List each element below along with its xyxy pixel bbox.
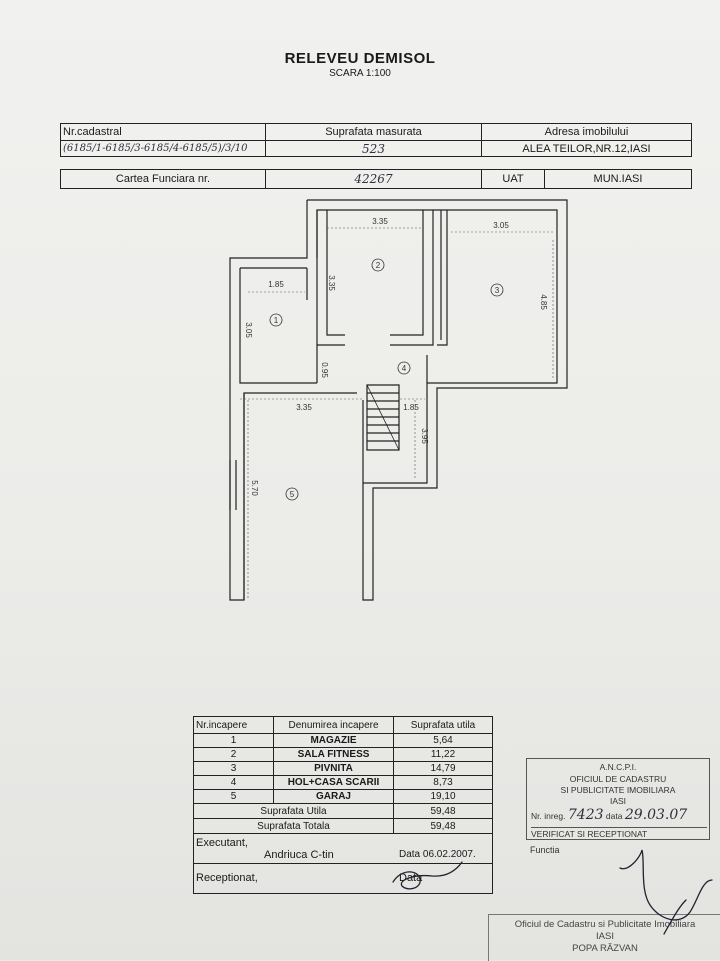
executant-row: Executant, Andriuca C-tin Data 06.02.200… <box>194 834 492 864</box>
cadastre-stamp: A.N.C.P.I. OFICIUL DE CADASTRU SI PUBLIC… <box>526 758 710 840</box>
room-marker-2: 2 <box>376 261 381 270</box>
address-label: Adresa imobilului <box>482 124 691 141</box>
dim-stair-width: 1.85 <box>403 403 419 412</box>
table-row-nr: 1 <box>194 734 274 748</box>
table-row-nr: 3 <box>194 762 274 776</box>
table-row-area: 5,64 <box>394 734 492 748</box>
dim-room1-width: 1.85 <box>268 280 284 289</box>
date-value: 06.02.2007. <box>422 849 476 860</box>
stamp-reg-label: Nr. inreg. <box>531 811 566 821</box>
dim-hall-width: 0.95 <box>320 362 329 378</box>
office-stamp: Oficiul de Cadastru si Publicitate Imobi… <box>488 914 720 961</box>
table-row-nr: 5 <box>194 790 274 804</box>
executant-signature <box>392 861 463 890</box>
table-row-name: MAGAZIE <box>274 734 394 748</box>
table-row-area: 19,10 <box>394 790 492 804</box>
stamp-reg-value: 7423 <box>567 807 604 823</box>
stamp-date-label: data <box>605 811 623 821</box>
stamp-office: OFICIUL DE CADASTRU <box>569 774 667 784</box>
table-row-nr: 2 <box>194 748 274 762</box>
stamp-subtitle: SI PUBLICITATE IMOBILIARA <box>560 785 676 795</box>
date-label: Data <box>399 849 421 860</box>
col-header-nr: Nr.incapere <box>194 717 274 734</box>
uat-label: UAT <box>482 170 545 188</box>
executant-label: Executant, <box>196 837 248 849</box>
area-label: Suprafata masurata <box>266 124 482 141</box>
uat-value: MUN.IASI <box>593 173 643 185</box>
land-book-table: Cartea Funciara nr. 42267 UAT MUN.IASI <box>60 169 692 189</box>
usable-area-value: 59,48 <box>394 804 492 819</box>
registrar-signature <box>619 849 713 921</box>
dim-garage-length: 5.70 <box>250 480 259 496</box>
table-row-area: 11,22 <box>394 748 492 762</box>
dim-room1-height: 3.05 <box>244 322 253 338</box>
table-row-name: GARAJ <box>274 790 394 804</box>
room-marker-3: 3 <box>495 286 500 295</box>
dim-room3-width: 3.05 <box>493 221 509 230</box>
received-label: Receptionat, <box>196 872 258 884</box>
dim-garage-width: 3.35 <box>296 403 312 412</box>
table-row-name: HOL+CASA SCARII <box>274 776 394 790</box>
stamp-agency: A.N.C.P.I. <box>599 762 637 772</box>
table-row-name: SALA FITNESS <box>274 748 394 762</box>
executant-name: Andriuca C-tin <box>264 849 334 861</box>
table-row-nr: 4 <box>194 776 274 790</box>
room-marker-5: 5 <box>290 490 295 499</box>
table-row-area: 8,73 <box>394 776 492 790</box>
stamp-city: IASI <box>609 796 627 806</box>
cadastral-table: Nr.cadastral Suprafata masurata Adresa i… <box>60 123 692 157</box>
dim-room3-height: 4.85 <box>539 294 548 310</box>
office-stamp-line3: POPA RĂZVAN <box>572 943 638 954</box>
col-header-area: Suprafata utila <box>394 717 492 734</box>
area-value: 523 <box>266 141 482 156</box>
table-row-area: 14,79 <box>394 762 492 776</box>
land-book-label: Cartea Funciara nr. <box>61 170 266 188</box>
room-marker-4: 4 <box>402 364 407 373</box>
office-stamp-line1: Oficiul de Cadastru si Publicitate Imobi… <box>514 919 696 930</box>
dim-room2-height: 3.35 <box>327 275 336 291</box>
dim-stair-length: 3.95 <box>420 428 429 444</box>
scale-label: SCARA 1:100 <box>329 68 391 79</box>
stamp-verified: VERIFICAT SI RECEPTIONAT <box>531 827 707 839</box>
stamp-date-value: 29.03.07 <box>624 807 688 823</box>
table-row-name: PIVNITA <box>274 762 394 776</box>
office-stamp-line2: IASI <box>596 931 614 942</box>
dim-room2-width: 3.35 <box>372 217 388 226</box>
total-area-value: 59,48 <box>394 819 492 834</box>
rooms-table: Nr.incapere Denumirea incapere Suprafata… <box>193 716 493 894</box>
cadastral-nr-label: Nr.cadastral <box>61 124 266 141</box>
document-title: RELEVEU DEMISOL <box>284 50 436 67</box>
registrar-signature-stroke <box>663 899 687 935</box>
stamp-function-label: Functia <box>530 845 560 855</box>
total-area-label: Suprafata Totala <box>194 819 394 834</box>
cadastral-nr-value: (6185/1-6185/3-6185/4-6185/5)/3/10 <box>61 141 266 156</box>
land-book-value: 42267 <box>266 170 482 188</box>
stamp-reg-row: Nr. inreg. 7423 data 29.03.07 <box>531 807 687 823</box>
address-value: ALEA TEILOR,NR.12,IASI <box>522 142 651 155</box>
executant-date: Data 06.02.2007. <box>399 849 476 860</box>
usable-area-label: Suprafata Utila <box>194 804 394 819</box>
col-header-name: Denumirea incapere <box>274 717 394 734</box>
room-marker-1: 1 <box>274 316 279 325</box>
